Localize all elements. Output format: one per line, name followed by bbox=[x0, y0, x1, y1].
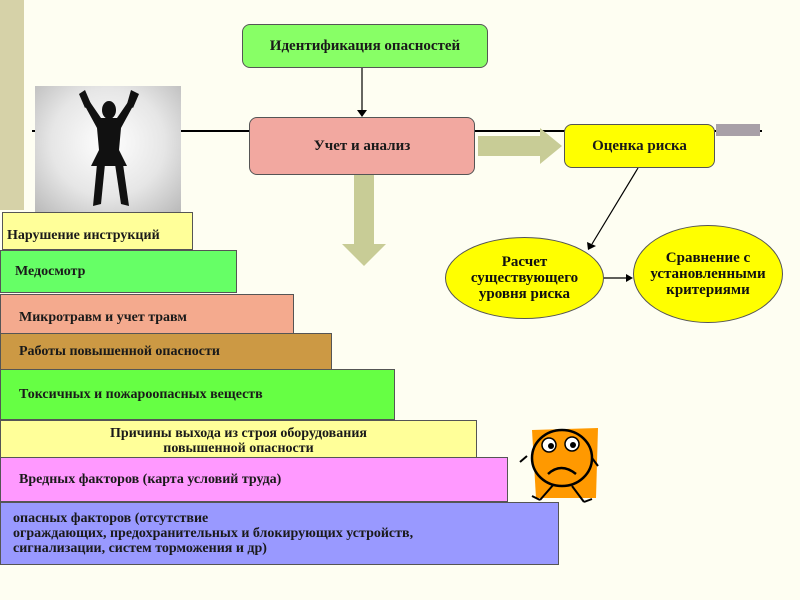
arrow-right-block bbox=[478, 128, 562, 164]
arrowhead-compare bbox=[626, 274, 633, 282]
calc-line: уровня риска bbox=[478, 286, 571, 302]
identification-box: Идентификация опасностей bbox=[242, 24, 488, 68]
step-label: Вредных факторов (карта условий труда) bbox=[19, 472, 282, 487]
step-toxic-substances: Токсичных и пожароопасных веществ bbox=[0, 369, 395, 420]
step-label: Работы повышенной опасности bbox=[19, 344, 220, 359]
step-label: Нарушение инструкций bbox=[7, 228, 160, 243]
compare-line: Сравнение с bbox=[665, 250, 751, 266]
step-equipment-failure: Причины выхода из строя оборудования пов… bbox=[0, 420, 477, 458]
connector-line-risk bbox=[591, 167, 639, 245]
step-instructions: Нарушение инструкций bbox=[2, 212, 193, 250]
risk-assessment-box: Оценка риска bbox=[564, 124, 715, 168]
step-label-line: сигнализации, систем торможения и др) bbox=[13, 541, 267, 556]
step-label-line: ограждающих, предохранительных и блокиру… bbox=[13, 526, 414, 541]
risk-assessment-label: Оценка риска bbox=[592, 137, 687, 154]
step-label: Медосмотр bbox=[15, 264, 86, 279]
step-label-line: опасных факторов (отсутствие bbox=[13, 511, 209, 526]
step-hazardous-work: Работы повышенной опасности bbox=[0, 333, 332, 370]
person-silhouette-icon bbox=[35, 86, 181, 212]
step-label-line: Причины выхода из строя оборудования bbox=[110, 426, 367, 441]
identification-label: Идентификация опасностей bbox=[269, 37, 461, 54]
step-label-line: повышенной опасности bbox=[163, 441, 314, 456]
calc-ellipse: Расчет существующего уровня риска bbox=[445, 237, 604, 319]
calc-line: существующего bbox=[470, 270, 579, 286]
step-dangerous-factors: опасных факторов (отсутствие ограждающих… bbox=[0, 502, 559, 565]
step-label: Токсичных и пожароопасных веществ bbox=[19, 387, 263, 402]
arrowhead-top bbox=[357, 110, 367, 117]
arrow-down-block bbox=[342, 174, 386, 266]
arrowhead-risk bbox=[587, 242, 596, 250]
compare-line: критериями bbox=[666, 282, 750, 298]
left-decor-strip bbox=[0, 0, 24, 210]
calc-line: Расчет bbox=[501, 254, 548, 270]
analysis-box: Учет и анализ bbox=[249, 117, 475, 175]
compare-line: установленными bbox=[650, 266, 766, 282]
analysis-label: Учет и анализ bbox=[313, 137, 411, 154]
step-harmful-factors: Вредных факторов (карта условий труда) bbox=[0, 457, 508, 502]
step-medical: Медосмотр bbox=[0, 250, 237, 293]
step-microtrauma: Микротравм и учет травм bbox=[0, 294, 294, 334]
gray-band-decor bbox=[716, 124, 760, 136]
compare-ellipse: Сравнение с установленными критериями bbox=[633, 225, 783, 323]
step-label: Микротравм и учет травм bbox=[19, 309, 187, 325]
